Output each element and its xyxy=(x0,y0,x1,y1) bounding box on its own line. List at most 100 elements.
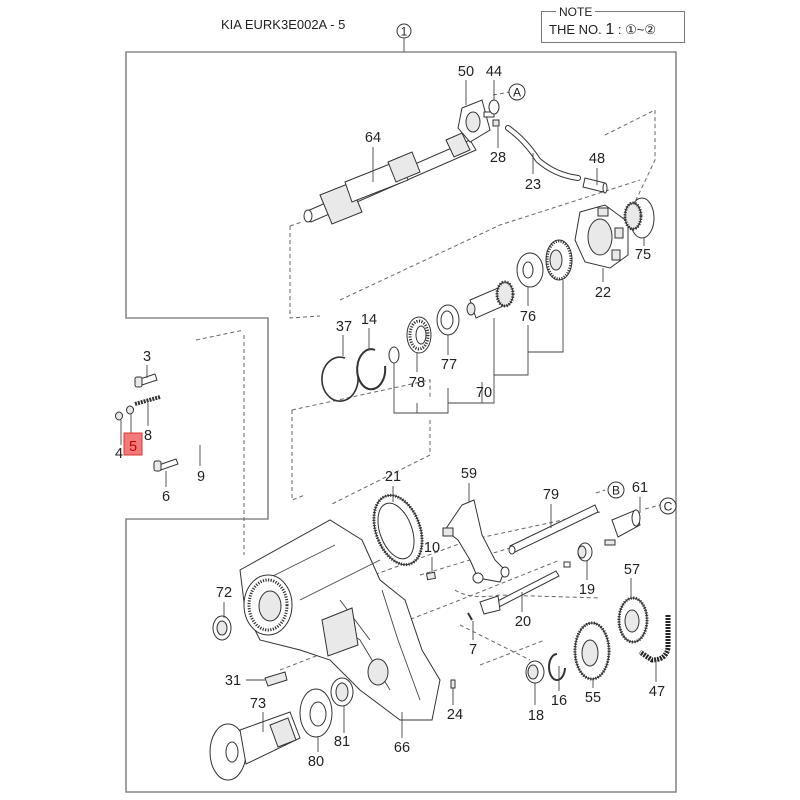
connector-c[interactable]: C xyxy=(659,497,677,515)
part-31-plug xyxy=(264,671,288,687)
part-ring-small xyxy=(388,346,400,364)
part-label[interactable]: 20 xyxy=(515,614,531,630)
part-label[interactable]: 23 xyxy=(525,177,541,193)
document-title: KIA EURK3E002A - 5 xyxy=(221,17,346,32)
part-label[interactable]: 44 xyxy=(486,64,502,80)
part-label[interactable]: 3 xyxy=(143,349,151,365)
part-37-snap-ring xyxy=(321,356,359,402)
part-label[interactable]: 64 xyxy=(365,130,381,146)
part-label[interactable]: 19 xyxy=(579,582,595,598)
part-47-chain xyxy=(638,615,671,663)
part-77-washer xyxy=(436,304,460,336)
part-4-nut xyxy=(115,411,123,421)
part-76-washer xyxy=(516,252,544,288)
part-label[interactable]: 70 xyxy=(476,385,492,401)
part-label[interactable]: 81 xyxy=(334,734,350,750)
note-label: NOTE xyxy=(556,5,596,19)
part-label[interactable]: 8 xyxy=(144,428,152,444)
part-label[interactable]: 80 xyxy=(308,754,324,770)
part-label[interactable]: 7 xyxy=(469,642,477,658)
part-label[interactable]: 50 xyxy=(458,64,474,80)
part-label[interactable]: 24 xyxy=(447,707,463,723)
highlight-box xyxy=(123,432,143,456)
part-24-dowel xyxy=(450,679,456,689)
part-label[interactable]: 31 xyxy=(225,673,241,689)
part-label[interactable]: 78 xyxy=(409,375,425,391)
part-75-gear xyxy=(623,197,655,239)
part-73-flange xyxy=(209,711,301,781)
connector-a[interactable]: A xyxy=(508,83,526,101)
part-66-case xyxy=(239,519,441,721)
part-label[interactable]: 28 xyxy=(490,150,506,166)
part-50-retainer xyxy=(457,99,495,143)
part-48-sensor xyxy=(582,177,608,194)
part-22-carrier xyxy=(574,204,629,269)
part-16-snap-ring xyxy=(548,653,566,681)
part-80-deflector xyxy=(299,688,333,738)
note-text: THE NO. 1 : ①~② xyxy=(549,21,656,39)
part-label[interactable]: 66 xyxy=(394,740,410,756)
part-label[interactable]: 47 xyxy=(649,684,665,700)
part-5-washer xyxy=(126,405,134,415)
part-label[interactable]: 75 xyxy=(635,247,651,263)
part-61-cam xyxy=(604,509,641,546)
connector-c-label: C xyxy=(664,500,673,514)
leader-lines xyxy=(120,80,657,752)
part-72-seal xyxy=(212,615,232,641)
part-label[interactable]: 14 xyxy=(361,312,377,328)
part-3-bolt xyxy=(134,373,158,388)
assembly-ref-label: 1 xyxy=(401,25,408,39)
connector-b-label: B xyxy=(612,484,620,498)
part-label[interactable]: 9 xyxy=(197,469,205,485)
part-18-bearing xyxy=(525,660,545,684)
part-55-sprocket xyxy=(573,621,611,681)
part-10-pin xyxy=(425,571,437,581)
assembly-ref-marker: 1 xyxy=(396,23,412,52)
part-label[interactable]: 16 xyxy=(551,693,567,709)
part-label[interactable]: 6 xyxy=(162,489,170,505)
note-number: 1 xyxy=(605,21,615,38)
part-7-pin xyxy=(467,612,473,621)
note-sep: : xyxy=(617,22,622,37)
part-label[interactable]: 57 xyxy=(624,562,640,578)
part-28-plug xyxy=(492,119,500,127)
part-label[interactable]: 55 xyxy=(585,690,601,706)
part-19-bearing xyxy=(577,542,593,562)
connector-b[interactable]: B xyxy=(607,481,625,499)
note-prefix: THE NO. xyxy=(549,22,602,37)
part-79-rail xyxy=(508,504,599,555)
part-label[interactable]: 76 xyxy=(520,309,536,325)
part-78-bearing xyxy=(406,316,432,354)
connector-a-label: A xyxy=(513,86,521,100)
part-labels: 50 44 28 23 48 64 75 22 37 14 76 77 78 7… xyxy=(115,64,665,770)
part-label[interactable]: 37 xyxy=(336,319,352,335)
part-label-highlighted[interactable]: 5 xyxy=(129,439,137,455)
part-8-stud xyxy=(134,395,161,406)
part-label[interactable]: 61 xyxy=(632,480,648,496)
note-range: ①~② xyxy=(625,22,657,37)
part-label[interactable]: 10 xyxy=(424,540,440,556)
part-label[interactable]: 4 xyxy=(115,446,123,462)
part-label[interactable]: 18 xyxy=(528,708,544,724)
part-59-fork xyxy=(442,499,510,584)
part-label[interactable]: 59 xyxy=(461,466,477,482)
part-57-sprocket xyxy=(617,596,649,644)
part-label[interactable]: 48 xyxy=(589,151,605,167)
part-64-shaft xyxy=(303,132,477,225)
assembly-frame xyxy=(125,51,677,793)
part-pin xyxy=(563,561,571,568)
part-70-hub xyxy=(466,280,515,319)
part-6-bolt xyxy=(153,458,179,472)
part-label[interactable]: 21 xyxy=(385,469,401,485)
part-label[interactable]: 79 xyxy=(543,487,559,503)
part-44-ring xyxy=(488,99,500,115)
part-label[interactable]: 72 xyxy=(216,585,232,601)
part-label[interactable]: 73 xyxy=(250,696,266,712)
note-box xyxy=(541,11,685,43)
part-21-ring-gear xyxy=(372,493,424,567)
part-20-rod xyxy=(479,570,560,615)
part-70-gear xyxy=(545,239,573,281)
part-label[interactable]: 77 xyxy=(441,357,457,373)
part-label[interactable]: 22 xyxy=(595,285,611,301)
